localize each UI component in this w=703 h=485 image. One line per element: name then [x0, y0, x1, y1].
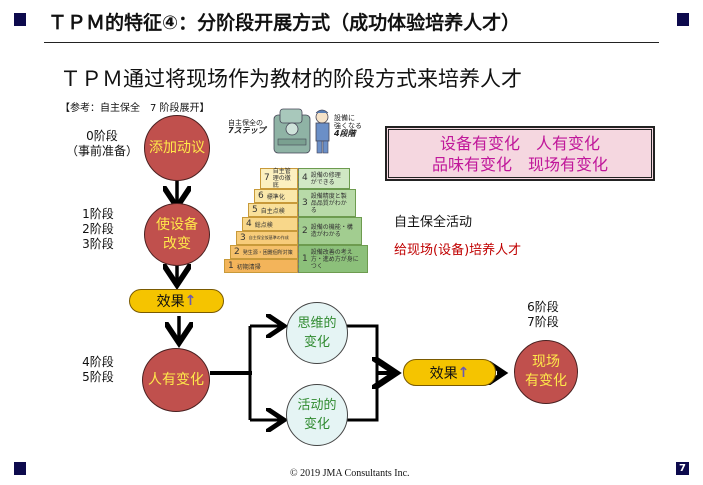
- circle-activity-text: 活动的变化: [297, 396, 336, 434]
- step-4-label: 総点検: [254, 221, 273, 229]
- changes-line-1: 设备有变化 人有变化: [439, 134, 600, 153]
- stage-1: 1阶段: [82, 207, 114, 221]
- stage-6: 6阶段: [527, 300, 559, 314]
- autonomous-maintenance-label: 自主保全活动: [394, 215, 473, 230]
- step-2-num: 2: [234, 247, 240, 257]
- title-divider: [44, 42, 659, 43]
- machine-worker-icon: [273, 108, 330, 154]
- up-arrow-icon: ↑: [457, 364, 470, 381]
- circle-equipment-text: 使设备改变: [156, 216, 198, 254]
- changes-line-2: 品味有变化 现场有变化: [431, 155, 608, 174]
- circle-people-text: 人有变化: [148, 371, 204, 388]
- circle-site-text: 现场有变化: [525, 353, 567, 391]
- step-4-num: 4: [246, 219, 252, 229]
- illus-left-caption-2: 7ステップ: [228, 126, 266, 135]
- circle-thinking-change: 思维的变化: [286, 302, 348, 364]
- circle-thinking-line2: 变化: [303, 335, 330, 350]
- slide-title: ＴＰＭ的特征④：分阶段开展方式（成功体验培养人才）: [48, 12, 521, 34]
- step-5-num: 5: [252, 205, 258, 215]
- illus-left-caption: 自主保全の 7ステップ: [228, 119, 266, 135]
- level-4-label: 設備の修理ができる: [310, 171, 341, 186]
- circle-people-change: 人有变化: [142, 348, 210, 412]
- illus-right-caption-1: 設備に: [334, 114, 355, 122]
- step-1-label: 初期清掃: [236, 263, 261, 271]
- circle-equipment-line2: 改变: [163, 235, 191, 252]
- connector-thinking-out: [347, 324, 379, 422]
- step-5-label: 自主点検: [260, 207, 285, 215]
- circle-thinking-line1: 思维的: [297, 316, 337, 331]
- stage-1-3-label: 1阶段 2阶段 3阶段: [78, 207, 118, 252]
- step-6-num: 6: [258, 191, 264, 201]
- step-1-num: 1: [228, 261, 234, 271]
- level-1-num: 1: [302, 253, 308, 264]
- effect-1-text: 效果: [156, 294, 185, 310]
- page-number: 7: [676, 462, 689, 475]
- stage-0-note: （事前准备）: [66, 144, 139, 158]
- circle-activity-change: 活动的变化: [286, 384, 348, 446]
- circle-equipment-line1: 使设备: [156, 216, 198, 233]
- circle-proposal: 添加动议: [144, 115, 210, 181]
- effect-pill-2: 效果↑: [403, 359, 496, 386]
- stage-3: 3阶段: [82, 237, 114, 251]
- illus-right-caption: 設備に 強くなる 4段階: [334, 114, 362, 138]
- circle-thinking-text: 思维的变化: [297, 314, 336, 352]
- circle-activity-line2: 变化: [303, 417, 330, 432]
- corner-square-top-left: [14, 13, 26, 26]
- circle-equipment-change: 使设备改变: [144, 203, 210, 266]
- effect-2-text: 效果: [429, 365, 458, 382]
- illus-divider: [298, 168, 299, 273]
- reference-note: 【参考：自主保全 7 阶段展开】: [60, 103, 210, 114]
- level-1-label: 設備改善の考え方・進め方が身につく: [310, 248, 359, 270]
- circle-proposal-text: 添加动议: [149, 139, 205, 156]
- stage-2: 2阶段: [82, 222, 114, 236]
- effect-pill-1: 效果↑: [129, 289, 224, 313]
- step-7-num: 7: [264, 173, 270, 183]
- copyright-footer: © 2019 JMA Consultants Inc.: [290, 468, 410, 479]
- stage-0-label: 0阶段 （事前准备）: [66, 129, 138, 159]
- stage-6-7-label: 6阶段 7阶段: [521, 300, 565, 330]
- illus-right-caption-3: 4段階: [334, 129, 356, 138]
- corner-square-top-right: [677, 13, 689, 26]
- level-3-num: 3: [302, 197, 308, 208]
- up-arrow-icon: ↑: [184, 293, 197, 309]
- stage-4: 4阶段: [82, 355, 114, 369]
- illus-left-caption-1: 自主保全の: [228, 119, 263, 127]
- step-6-label: 標準化: [266, 193, 285, 201]
- level-3-label: 設備精度と製品品質がわかる: [310, 192, 347, 214]
- step-3-label: 自主保全仮基準の作成: [248, 235, 289, 240]
- circle-activity-line1: 活动的: [297, 398, 337, 413]
- circle-site-line2: 有变化: [525, 373, 567, 389]
- stage-0-title: 0阶段: [86, 129, 118, 143]
- level-2-label: 設備の機能・構造がわかる: [310, 224, 353, 238]
- level-2-num: 2: [302, 225, 308, 236]
- step-3-num: 3: [240, 233, 246, 243]
- slide-subtitle: ＴＰＭ通过将现场作为教材的阶段方式来培养人才: [60, 67, 522, 91]
- circle-site-change: 现场有变化: [514, 340, 578, 404]
- stage-4-5-label: 4阶段 5阶段: [78, 355, 118, 385]
- circle-site-line1: 现场: [532, 354, 560, 370]
- step-7-label: 自主管理の徹底: [272, 168, 291, 189]
- level-4-num: 4: [302, 173, 308, 183]
- step-2-label: 発生源・困難個所対策: [242, 249, 293, 256]
- changes-box: 设备有变化 人有变化 品味有变化 现场有变化: [385, 126, 655, 181]
- stage-7: 7阶段: [527, 315, 559, 329]
- illus-right-caption-2: 強くなる: [334, 122, 362, 130]
- corner-square-bottom-left: [14, 462, 26, 475]
- stage-5: 5阶段: [82, 370, 114, 384]
- cultivate-people-label: 给现场(设备)培养人才: [394, 243, 522, 258]
